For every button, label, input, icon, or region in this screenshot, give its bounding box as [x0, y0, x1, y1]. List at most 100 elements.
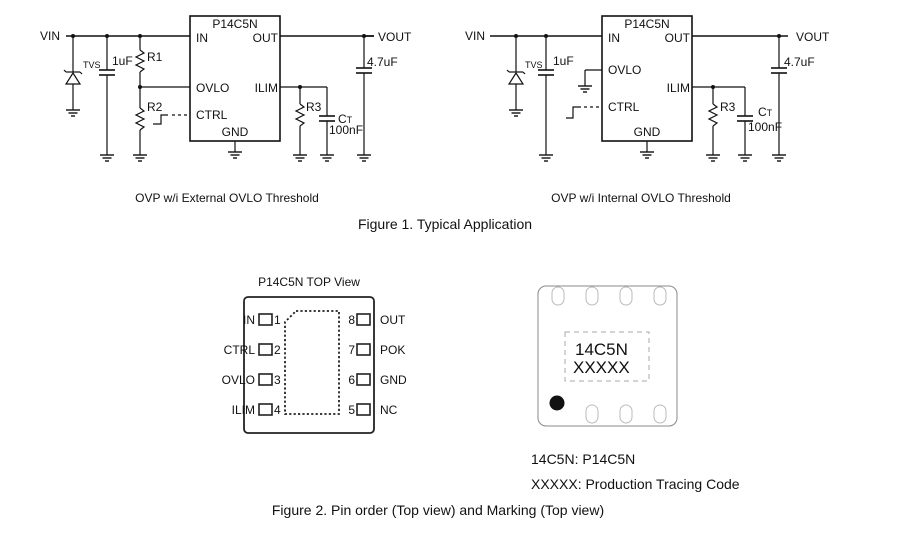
pin-pad — [258, 403, 273, 416]
pin-pad — [356, 313, 371, 326]
cin-label: 1uF — [112, 54, 133, 68]
cin-label: 1uF — [553, 54, 574, 68]
tvs-label: TVS — [525, 60, 543, 70]
ct-capacitor — [737, 87, 753, 162]
r2-label: R2 — [147, 100, 163, 114]
output-capacitor — [356, 36, 372, 162]
pin-in-label: IN — [608, 31, 620, 45]
cout-label: 4.7uF — [784, 55, 815, 69]
r1-resistor — [134, 36, 146, 87]
figure2-caption: Figure 2. Pin order (Top view) and Marki… — [272, 502, 604, 518]
lead-pad — [619, 404, 633, 424]
pin-4-name: ILIM — [232, 403, 255, 417]
pinout-diagram: P14C5N TOP View IN CTRL OVLO ILIM 1 2 3 … — [222, 275, 407, 434]
tvs-label: TVS — [83, 60, 101, 70]
exposed-pad-outline — [284, 310, 340, 415]
ct-capacitor — [319, 87, 335, 162]
pin-8-name: OUT — [380, 313, 406, 327]
pin-6-name: GND — [380, 373, 407, 387]
vout-label: VOUT — [378, 30, 412, 44]
pinout-title: P14C5N TOP View — [258, 275, 360, 289]
pin-ilim-label: ILIM — [667, 81, 690, 95]
ctrl-pulse-icon — [566, 106, 602, 119]
ct-label: CT — [338, 112, 353, 126]
vin-label: VIN — [465, 29, 485, 43]
marking-area — [564, 331, 650, 382]
lead-pad — [551, 286, 565, 306]
pin-pad — [356, 373, 371, 386]
r3-resistor — [705, 87, 721, 162]
pin-1-number: 1 — [274, 313, 281, 327]
pin-3-name: OVLO — [222, 373, 255, 387]
node-dot — [105, 34, 109, 38]
ic-name: P14C5N — [212, 17, 257, 31]
vout-label: VOUT — [796, 30, 830, 44]
tvs-diode — [63, 36, 83, 117]
lead-pad — [653, 404, 667, 424]
marking-line2: XXXXX — [573, 358, 630, 377]
package-outline — [243, 296, 375, 434]
input-capacitor — [538, 36, 554, 162]
ct-value-label: 100nF — [748, 120, 782, 134]
tvs-diode — [506, 36, 526, 117]
pin-2-name: CTRL — [224, 343, 256, 357]
output-capacitor — [771, 36, 787, 162]
pin-5-number: 5 — [348, 403, 355, 417]
pin-out-label: OUT — [253, 31, 279, 45]
pin-ctrl-label: CTRL — [196, 108, 228, 122]
ctrl-pulse-icon — [153, 114, 190, 125]
pin-ovlo-label: OVLO — [608, 63, 641, 77]
vin-label: VIN — [40, 29, 60, 43]
marking-legend-1: 14C5N: P14C5N — [531, 451, 635, 467]
r3-label: R3 — [306, 100, 322, 114]
node-dot — [138, 34, 142, 38]
ic-body — [189, 15, 281, 142]
pin-2-number: 2 — [274, 343, 281, 357]
pin-gnd-label: GND — [222, 125, 249, 139]
pin-ovlo-label: OVLO — [196, 81, 229, 95]
pin-3-number: 3 — [274, 373, 281, 387]
pin-pad — [356, 343, 371, 356]
pin1-indicator-dot — [549, 395, 565, 411]
lead-pad — [619, 286, 633, 306]
pin-4-number: 4 — [274, 403, 281, 417]
pin-5-name: NC — [380, 403, 398, 417]
pin-6-number: 6 — [348, 373, 355, 387]
circuit-left: P14C5N IN OUT OVLO ILIM CTRL GND VIN TVS — [40, 15, 412, 205]
lead-pad — [585, 286, 599, 306]
caption-left: OVP w/i External OVLO Threshold — [135, 191, 319, 205]
pin-1-name: IN — [243, 313, 255, 327]
pin-gnd-label: GND — [634, 125, 661, 139]
pin-ctrl-label: CTRL — [608, 100, 640, 114]
cout-label: 4.7uF — [367, 55, 398, 69]
pin-out-label: OUT — [665, 31, 691, 45]
ct-value-label: 100nF — [329, 123, 363, 137]
pin-8-number: 8 — [348, 313, 355, 327]
caption-right: OVP w/i Internal OVLO Threshold — [551, 191, 731, 205]
ic-body — [601, 15, 693, 142]
pin-pad — [258, 313, 273, 326]
ct-label: CT — [758, 105, 773, 119]
marking-package — [537, 285, 678, 427]
pin-in-label: IN — [196, 31, 208, 45]
pin-7-number: 7 — [348, 343, 355, 357]
pin-pad — [258, 343, 273, 356]
lead-pad — [585, 404, 599, 424]
ic-name: P14C5N — [624, 17, 669, 31]
r2-resistor — [132, 87, 148, 162]
r3-label: R3 — [720, 100, 736, 114]
r1-label: R1 — [147, 50, 163, 64]
circuit-right: P14C5N IN OUT OVLO ILIM CTRL GND VIN TVS… — [465, 15, 830, 205]
figure1-caption: Figure 1. Typical Application — [358, 216, 532, 232]
marking-legend-2: XXXXX: Production Tracing Code — [531, 476, 740, 492]
r3-resistor — [292, 87, 308, 162]
lead-pad — [653, 286, 667, 306]
node-dot — [544, 34, 548, 38]
pin-pad — [356, 403, 371, 416]
pin-ilim-label: ILIM — [255, 81, 278, 95]
marking-line1: 14C5N — [575, 340, 628, 359]
input-capacitor — [99, 36, 115, 162]
pin-pad — [258, 373, 273, 386]
marking-diagram: 14C5N XXXXX — [537, 285, 678, 427]
